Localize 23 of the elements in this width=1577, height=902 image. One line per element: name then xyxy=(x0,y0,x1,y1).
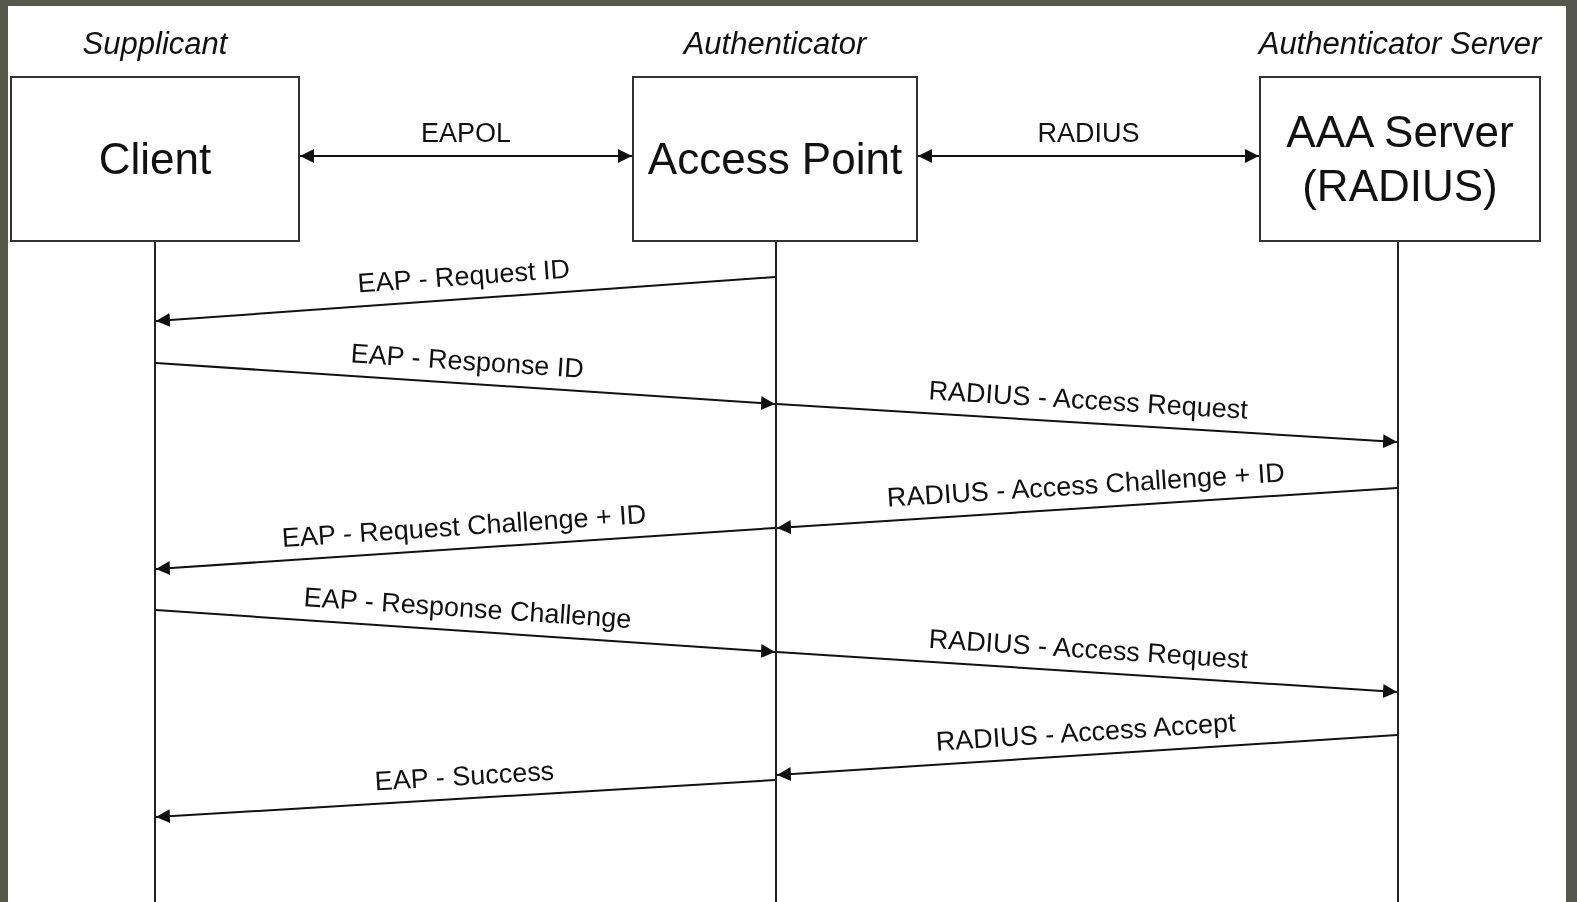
message-arrow xyxy=(155,779,776,824)
participant-box xyxy=(1259,76,1541,242)
message-arrow xyxy=(155,609,776,659)
message-arrow xyxy=(776,651,1398,699)
lifeline xyxy=(775,242,777,902)
message-arrow xyxy=(155,276,776,327)
role-label: Authenticator xyxy=(683,26,867,62)
message-arrow xyxy=(776,487,1398,535)
message-arrow xyxy=(776,734,1398,782)
message-arrow xyxy=(299,149,633,163)
role-label: Supplicant xyxy=(82,26,228,62)
lifeline xyxy=(154,242,156,902)
message-arrow xyxy=(155,527,776,576)
participant-box xyxy=(10,76,300,242)
participant-name: Client xyxy=(98,133,212,185)
lifeline xyxy=(1397,242,1399,902)
message-arrow xyxy=(155,362,776,411)
participant-name: Access Point xyxy=(647,133,903,185)
message-arrow xyxy=(776,403,1398,449)
role-label: Authenticator Server xyxy=(1258,26,1542,62)
participant-box xyxy=(632,76,918,242)
message-arrow xyxy=(917,149,1260,163)
participant-name: AAA Server (RADIUS) xyxy=(1285,106,1515,212)
